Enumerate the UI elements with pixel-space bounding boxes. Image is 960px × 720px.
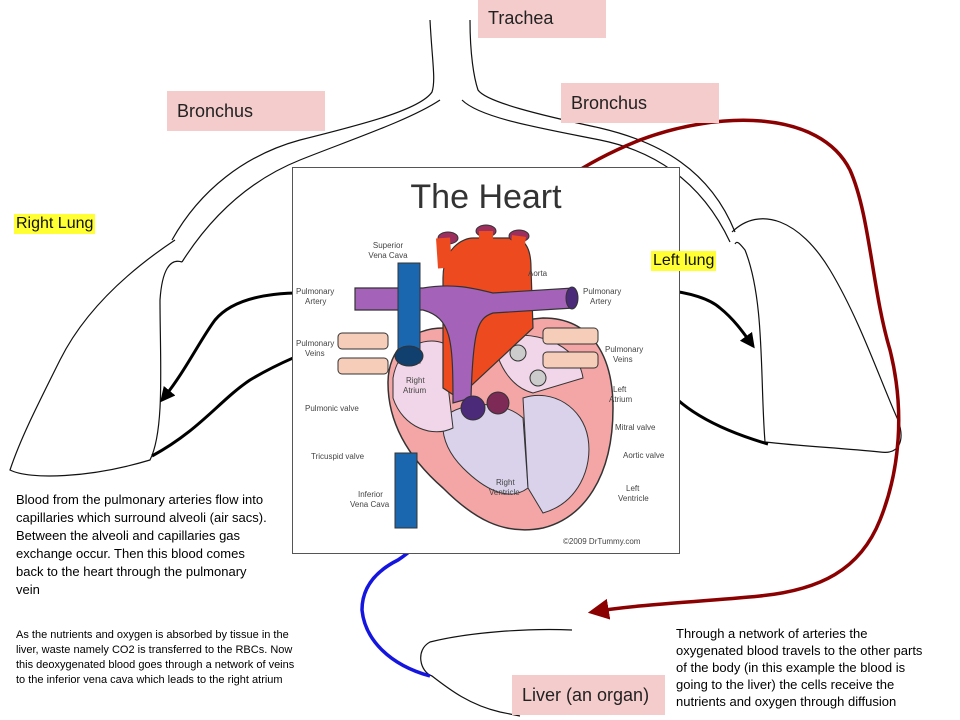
tricuspid-valve <box>509 344 527 362</box>
label-aortic-valve: Aortic valve <box>623 451 665 460</box>
label-superior-vena-cava-2: Vena Cava <box>368 251 408 260</box>
aorta-to-liver-arrow <box>508 118 901 620</box>
label-left-atrium-2: Atrium <box>609 395 632 404</box>
svg-text:Superior: Superior <box>373 241 404 250</box>
bronchus-label-left: Bronchus <box>167 91 325 131</box>
right-lung-label: Right Lung <box>14 214 96 234</box>
label-pulmonary-veins-right-2: Veins <box>613 355 633 364</box>
heart-svg: The Heart <box>296 178 665 546</box>
pulmonic-valve <box>460 395 486 421</box>
label-superior-vena-cava-1: Superior <box>373 241 404 250</box>
heart-title: The Heart <box>410 178 562 216</box>
inferior-vena-cava <box>394 452 418 529</box>
label-pulmonary-artery-left-1: Pulmonary <box>296 287 334 296</box>
left-lung-label: Left lung <box>651 251 717 271</box>
heart-labels: Superior Vena Cava Aorta Pulmonary Arter… <box>296 241 665 546</box>
label-pulmonary-veins-left-2: Veins <box>305 349 325 358</box>
left-ventricle-chamber <box>522 394 590 514</box>
heart-copyright: ©2009 DrTummy.com <box>563 537 641 546</box>
label-right-atrium-2: Atrium <box>403 386 426 395</box>
label-pulmonic-valve: Pulmonic valve <box>305 404 359 413</box>
label-pulmonary-artery-right-2: Artery <box>590 297 611 306</box>
liver-label: Liver (an organ) <box>512 675 665 715</box>
liver-deoxygenation-note: As the nutrients and oxygen is absorbed … <box>16 629 295 686</box>
svg-text:Vena Cava: Vena Cava <box>368 251 408 260</box>
label-pulmonary-artery-left-2: Artery <box>305 297 326 306</box>
label-inferior-vena-cava-2: Vena Cava <box>350 500 390 509</box>
label-pulmonary-artery-right-1: Pulmonary <box>583 287 621 296</box>
label-inferior-vena-cava-1: Inferior <box>358 490 383 499</box>
pulmonary-circulation-note: Blood from the pulmonary arteries flow i… <box>16 492 267 597</box>
left-lung-outline <box>731 218 902 453</box>
label-left-atrium-1: Left <box>613 385 627 394</box>
bronchus-label-right: Bronchus <box>561 83 719 123</box>
mitral-valve <box>529 369 547 387</box>
label-aorta: Aorta <box>528 269 548 278</box>
pulmonary-veins-left <box>337 332 389 375</box>
pulmonary-artery-right-opening <box>565 286 579 310</box>
trachea-outline <box>171 19 736 263</box>
systemic-arteries-note: Through a network of arteries the oxygen… <box>676 626 923 709</box>
label-pulmonary-veins-right-1: Pulmonary <box>605 345 643 354</box>
aortic-valve <box>486 391 510 415</box>
label-pulmonary-veins-left-1: Pulmonary <box>296 339 334 348</box>
trachea-label: Trachea <box>478 0 606 38</box>
pulmonary-veins-right <box>542 327 599 369</box>
label-left-ventricle-1: Left <box>626 484 640 493</box>
pulmonary-artery-vessel <box>354 285 574 404</box>
label-tricuspid-valve: Tricuspid valve <box>311 452 365 461</box>
label-right-ventricle-2: Ventricle <box>489 488 520 497</box>
label-mitral-valve: Mitral valve <box>615 423 656 432</box>
heart-illustration: The Heart <box>292 167 680 554</box>
right-lung-outline <box>9 239 183 477</box>
label-right-ventricle-1: Right <box>496 478 515 487</box>
label-right-atrium-1: Right <box>406 376 425 385</box>
label-left-ventricle-2: Ventricle <box>618 494 649 503</box>
